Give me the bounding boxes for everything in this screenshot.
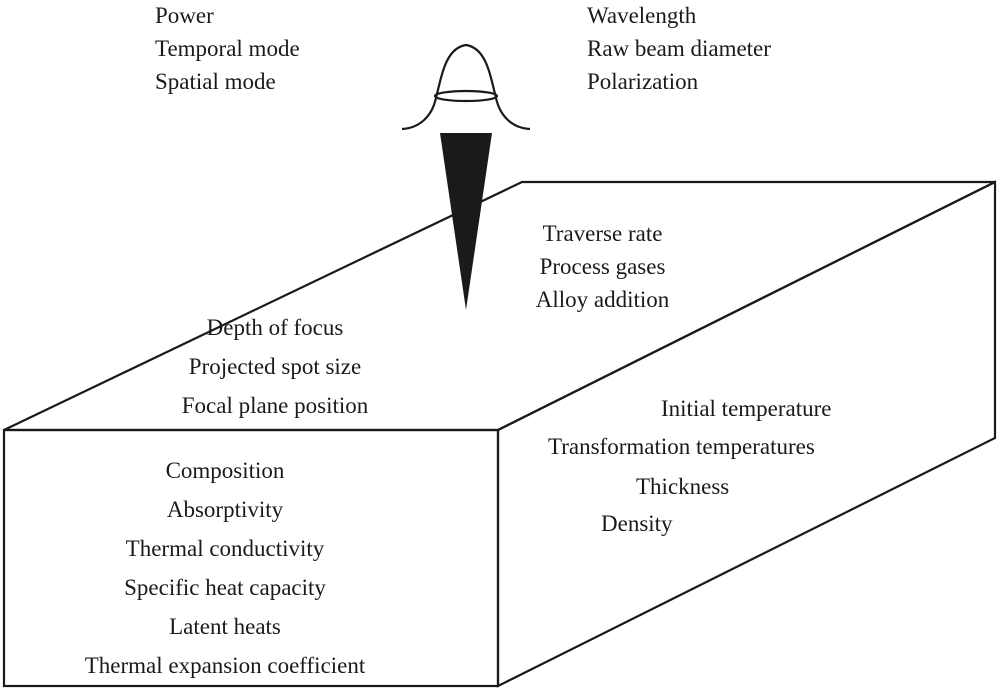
param-alloy-addition: Alloy addition (535, 287, 670, 312)
param-thermal-conductivity: Thermal conductivity (125, 536, 325, 561)
param-transformation-temperatures: Transformation temperatures (548, 434, 815, 459)
param-power: Power (155, 3, 214, 28)
laser-parameters-left: Power Temporal mode Spatial mode (155, 0, 300, 98)
gaussian-curve (401, 43, 531, 131)
param-thermal-expansion-coefficient: Thermal expansion coefficient (84, 653, 366, 678)
param-focal-plane-position: Focal plane position (181, 393, 369, 418)
param-absorptivity: Absorptivity (166, 497, 284, 522)
param-traverse-rate: Traverse rate (542, 221, 663, 246)
param-projected-spot-size: Projected spot size (188, 354, 362, 379)
process-parameters: Traverse rate Process gases Alloy additi… (500, 217, 705, 316)
param-polarization: Polarization (587, 69, 699, 94)
param-wavelength: Wavelength (587, 3, 697, 28)
beam-cross-section-ellipse (433, 89, 499, 103)
param-spatial-mode: Spatial mode (155, 69, 276, 94)
param-initial-temperature: Initial temperature (661, 396, 832, 421)
param-process-gases: Process gases (539, 254, 666, 279)
optics-parameters: Depth of focus Projected spot size Focal… (150, 308, 400, 425)
param-specific-heat-capacity: Specific heat capacity (124, 575, 326, 600)
param-raw-beam-diameter: Raw beam diameter (587, 36, 771, 61)
material-parameters-front: Composition Absorptivity Thermal conduct… (40, 451, 410, 685)
param-composition: Composition (165, 458, 285, 483)
gaussian-beam-profile-icon (401, 43, 531, 131)
param-thickness: Thickness (636, 474, 730, 499)
workpiece-block (2, 180, 997, 688)
param-depth-of-focus: Depth of focus (206, 315, 344, 340)
param-temporal-mode: Temporal mode (155, 36, 300, 61)
laser-parameters-right: Wavelength Raw beam diameter Polarizatio… (587, 0, 771, 98)
focused-beam-cone-icon (440, 133, 492, 310)
param-density: Density (601, 511, 673, 536)
param-latent-heats: Latent heats (169, 614, 281, 639)
workpiece-side-face (496, 180, 997, 688)
